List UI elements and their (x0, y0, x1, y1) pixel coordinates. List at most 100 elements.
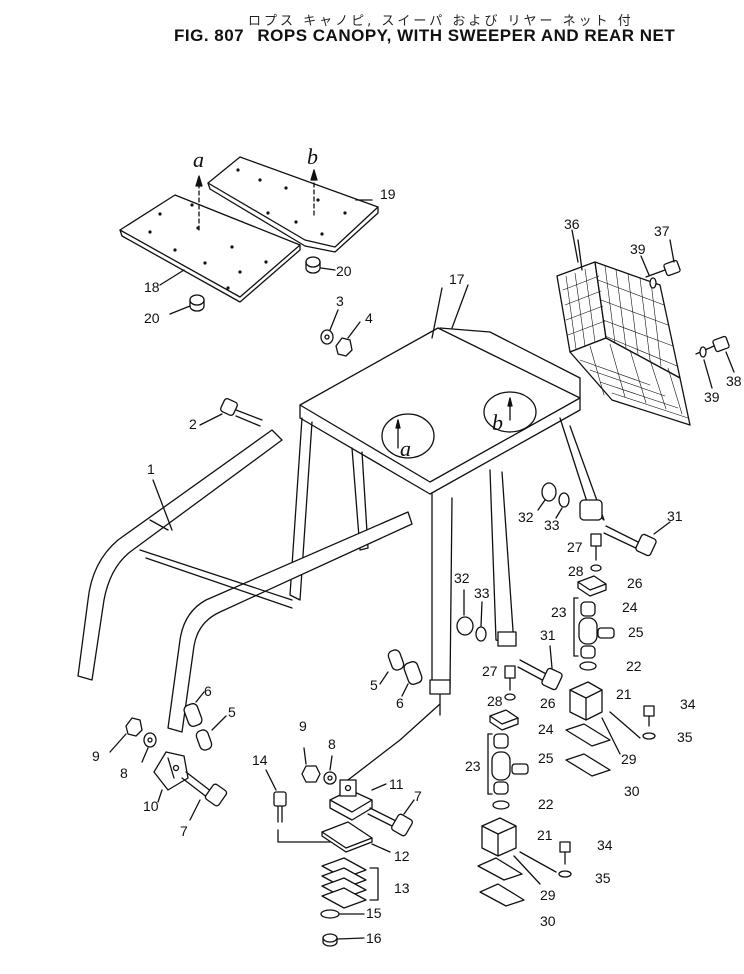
label-33-lower: 33 (474, 585, 490, 601)
label-34-upper: 34 (680, 696, 696, 712)
figure-number: FIG. 807 (174, 26, 245, 45)
ref-mark-a-roof: a (400, 436, 411, 461)
japanese-title: ロプス キャノピ, スイーパ および リヤー ネット 付 (248, 14, 634, 29)
label-35-lower: 35 (595, 870, 611, 886)
label-21-lower: 21 (537, 827, 553, 843)
pin-6-right (401, 661, 423, 697)
label-34-lower: 34 (597, 837, 613, 853)
label-32-upper: 32 (518, 509, 534, 525)
washer-8-left (141, 732, 157, 763)
label-28-upper: 28 (568, 563, 584, 579)
bolt-31-upper (603, 521, 671, 557)
label-20-right: 20 (336, 263, 352, 279)
label-9-right: 9 (299, 718, 307, 734)
label-16: 16 (366, 930, 382, 946)
reference-arrow-b (310, 169, 318, 216)
net-bolt-37 (645, 239, 681, 278)
washer-33-lower (475, 601, 487, 642)
label-24-upper: 24 (622, 599, 638, 615)
nut-4 (335, 321, 361, 357)
washer-15 (320, 909, 365, 919)
label-9-left: 9 (92, 748, 100, 764)
label-29-upper: 29 (621, 751, 637, 767)
bolt-7-right (367, 799, 415, 837)
front-frame-1 (77, 429, 413, 733)
mount-assembly-upper (565, 533, 656, 777)
label-17: 17 (449, 271, 465, 287)
sweeper-plate-19 (207, 156, 379, 253)
label-25-upper: 25 (628, 624, 644, 640)
label-5-left: 5 (228, 704, 236, 720)
label-7-right: 7 (414, 788, 422, 804)
pin-5-right (379, 649, 405, 685)
label-38: 38 (726, 373, 742, 389)
bolt-2 (199, 398, 263, 427)
label-3: 3 (336, 293, 344, 309)
canopy-posts (289, 417, 605, 716)
label-2: 2 (189, 416, 197, 432)
label-13: 13 (394, 880, 410, 896)
label-6-left: 6 (204, 683, 212, 699)
label-26-upper: 26 (627, 575, 643, 591)
net-washer-39-bottom (699, 346, 713, 389)
sweeper-plate-18 (119, 194, 301, 303)
washer-3 (320, 309, 339, 345)
label-27-upper: 27 (567, 539, 583, 555)
label-8-left: 8 (120, 765, 128, 781)
ref-mark-b-top: b (307, 144, 318, 169)
plate-12 (321, 821, 391, 853)
label-30-lower: 30 (540, 913, 556, 929)
plate-nut-20-left (169, 294, 205, 315)
reference-arrow-a (195, 175, 203, 231)
shim-stack-13 (321, 857, 379, 909)
rear-net-36 (556, 239, 691, 426)
net-bolt-38 (695, 335, 735, 373)
pin-6-left (183, 691, 205, 727)
label-25-lower: 25 (538, 750, 554, 766)
label-24-lower: 24 (538, 721, 554, 737)
bracket-10 (153, 751, 189, 803)
figure-caption: ROPS CANOPY, WITH SWEEPER AND REAR NET (257, 26, 676, 45)
label-5-right: 5 (370, 677, 378, 693)
ref-mark-b-roof: b (492, 410, 503, 435)
label-20-left: 20 (144, 310, 160, 326)
label-28-lower: 28 (487, 693, 503, 709)
label-26-lower: 26 (540, 695, 556, 711)
washer-8-right (323, 755, 337, 785)
label-29-lower: 29 (540, 887, 556, 903)
plate-nut-20-right (305, 256, 336, 274)
label-32-lower: 32 (454, 570, 470, 586)
label-21-upper: 21 (616, 686, 632, 702)
label-22-lower: 22 (538, 796, 554, 812)
label-11: 11 (389, 776, 404, 792)
label-27-lower: 27 (482, 663, 498, 679)
nut-9-left (109, 717, 143, 753)
label-35-upper: 35 (677, 729, 693, 745)
bolt-31-lower (517, 645, 563, 691)
net-washer-39-top (640, 255, 657, 289)
washer-33-upper (555, 492, 570, 519)
label-39-bottom: 39 (704, 389, 720, 405)
label-19: 19 (380, 186, 396, 202)
label-15: 15 (366, 905, 382, 921)
bolt-7-left (181, 771, 228, 821)
label-22-upper: 22 (626, 658, 642, 674)
mount-assembly-lower (477, 665, 572, 907)
label-12: 12 (394, 848, 410, 864)
label-4: 4 (365, 310, 373, 326)
label-30-upper: 30 (624, 783, 640, 799)
canopy-roof-17 (299, 284, 581, 495)
label-14: 14 (252, 752, 268, 768)
label-1: 1 (147, 461, 155, 477)
label-31-upper: 31 (667, 508, 683, 524)
label-31-lower: 31 (540, 627, 556, 643)
label-36: 36 (564, 216, 580, 232)
bracket-11 (329, 703, 441, 821)
label-10: 10 (143, 798, 159, 814)
ref-mark-a-top: a (193, 147, 204, 172)
pin-5-left (195, 715, 227, 751)
label-23-upper: 23 (551, 604, 567, 620)
label-18: 18 (144, 279, 160, 295)
nut-32-upper (537, 482, 557, 511)
